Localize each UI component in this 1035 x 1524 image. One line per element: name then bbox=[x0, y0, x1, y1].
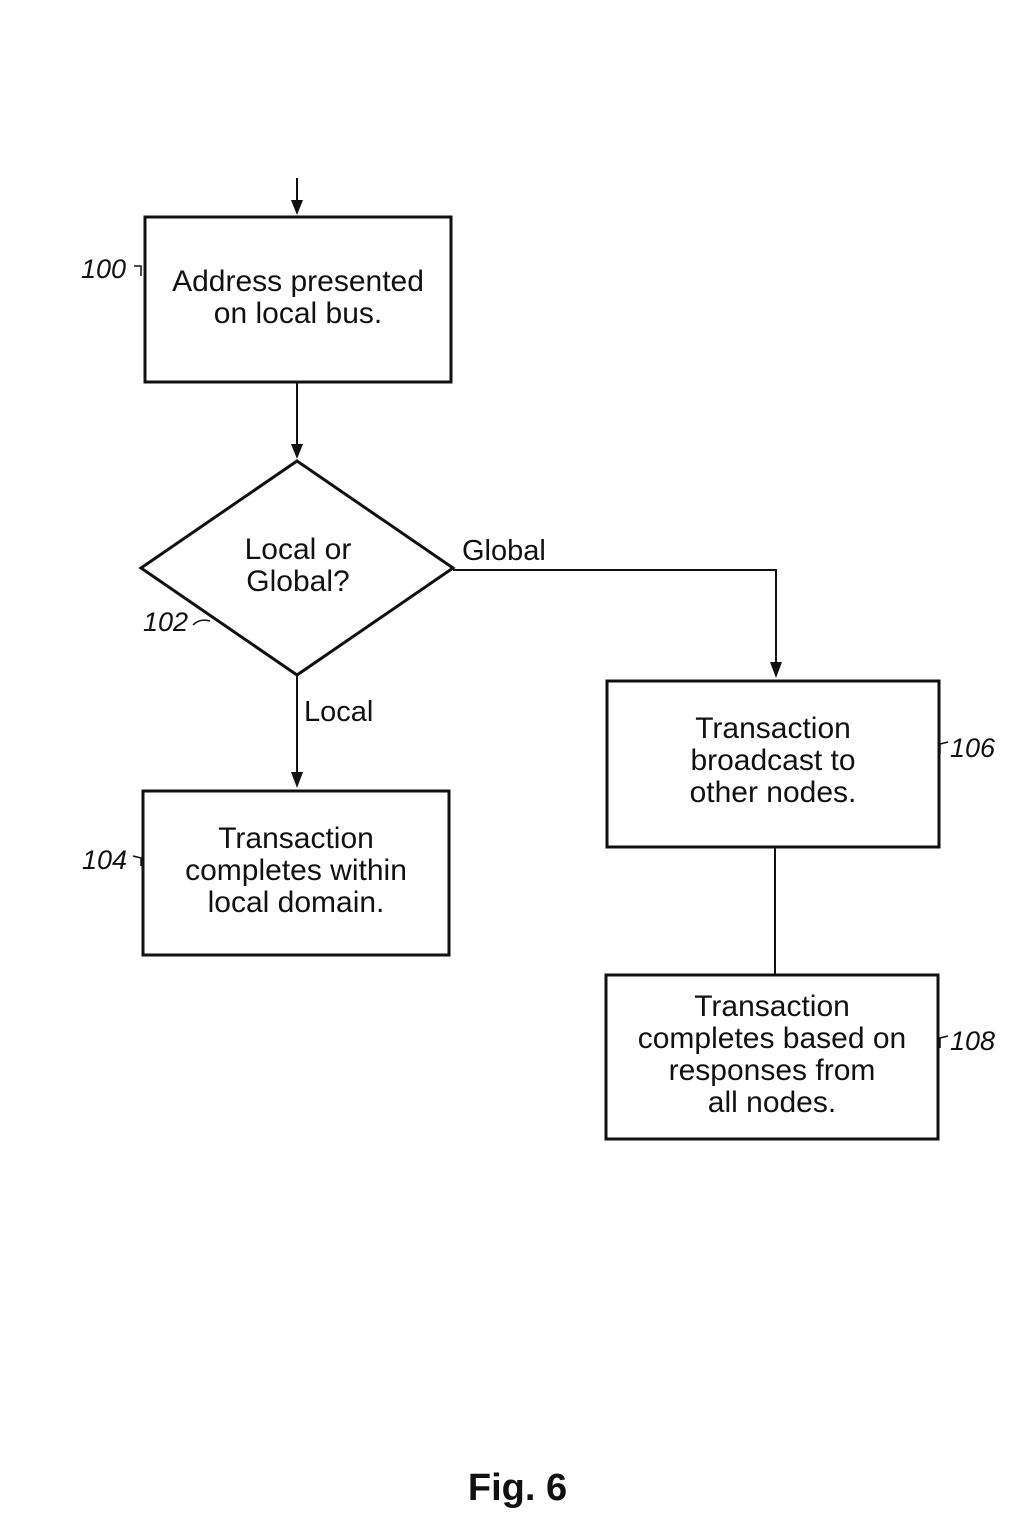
decision-102-line-2: Global? bbox=[246, 565, 350, 598]
step-104-box bbox=[141, 789, 451, 957]
ref-number-102: 102 bbox=[143, 607, 189, 637]
step-108-line-4: all nodes. bbox=[707, 1086, 837, 1119]
step-108-line-1: Transaction bbox=[694, 990, 850, 1023]
step-104-line-3: local domain. bbox=[207, 886, 385, 919]
step-100-box bbox=[143, 215, 453, 384]
edge-label-local: Local bbox=[304, 696, 374, 728]
step-106-line-1: Transaction bbox=[695, 712, 851, 745]
figure-title: Fig. 6 bbox=[467, 1467, 568, 1509]
decision-102-text: Local or Global? bbox=[198, 534, 398, 598]
global-connector bbox=[453, 569, 777, 664]
step-104-text: Transaction completes within local domai… bbox=[143, 823, 449, 919]
step-100-line-1: Address presented bbox=[172, 265, 424, 298]
ref-leader-100 bbox=[134, 265, 142, 276]
edge-label-global: Global bbox=[462, 535, 546, 567]
step-100-text: Address presented on local bus. bbox=[145, 266, 451, 330]
step-108-box bbox=[604, 973, 940, 1141]
step-108-line-2: completes based on bbox=[637, 1022, 907, 1055]
decision-102-line-1: Local or bbox=[244, 533, 352, 566]
step-100-line-2: on local bus. bbox=[213, 297, 383, 330]
step-106-line-2: broadcast to bbox=[690, 744, 856, 777]
step-108-text: Transaction completes based on responses… bbox=[606, 991, 938, 1119]
step-106-text: Transaction broadcast to other nodes. bbox=[607, 713, 939, 809]
step-106-box bbox=[605, 679, 941, 849]
ref-leader-104 bbox=[132, 855, 142, 866]
step-104-line-1: Transaction bbox=[218, 822, 374, 855]
step-108-line-3: responses from bbox=[668, 1054, 876, 1087]
ref-number-104: 104 bbox=[82, 845, 128, 875]
ref-number-106: 106 bbox=[950, 733, 996, 763]
ref-leader-102 bbox=[192, 619, 211, 626]
ref-number-100: 100 bbox=[81, 254, 127, 284]
ref-number-108: 108 bbox=[950, 1026, 996, 1056]
step-106-line-3: other nodes. bbox=[689, 776, 857, 809]
ref-leader-108 bbox=[939, 1035, 949, 1048]
ref-leader-106 bbox=[939, 741, 949, 754]
step-104-line-2: completes within bbox=[185, 854, 407, 887]
